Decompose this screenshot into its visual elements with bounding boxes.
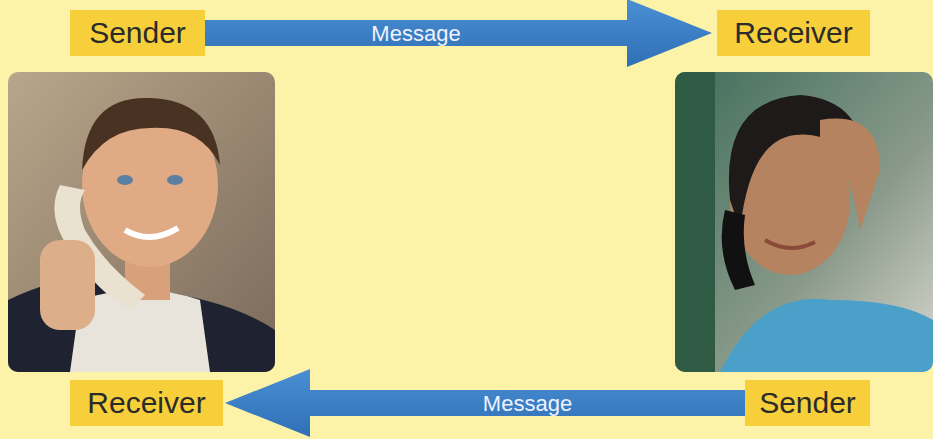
message-arrow [225, 369, 745, 437]
label-box: Receiver [70, 380, 223, 426]
arrow-label: Message [371, 23, 460, 45]
man-on-phone-photo [8, 72, 275, 372]
label-box: Sender [745, 380, 870, 426]
role-label: Receiver [734, 18, 852, 48]
role-label: Sender [89, 18, 186, 48]
label-box: Receiver [717, 10, 870, 56]
arrow-label: Message [483, 393, 572, 415]
message-arrow [205, 0, 712, 67]
woman-on-phone-photo [675, 72, 933, 372]
label-box: Sender [70, 10, 205, 56]
role-label: Receiver [87, 388, 205, 418]
role-label: Sender [759, 388, 856, 418]
